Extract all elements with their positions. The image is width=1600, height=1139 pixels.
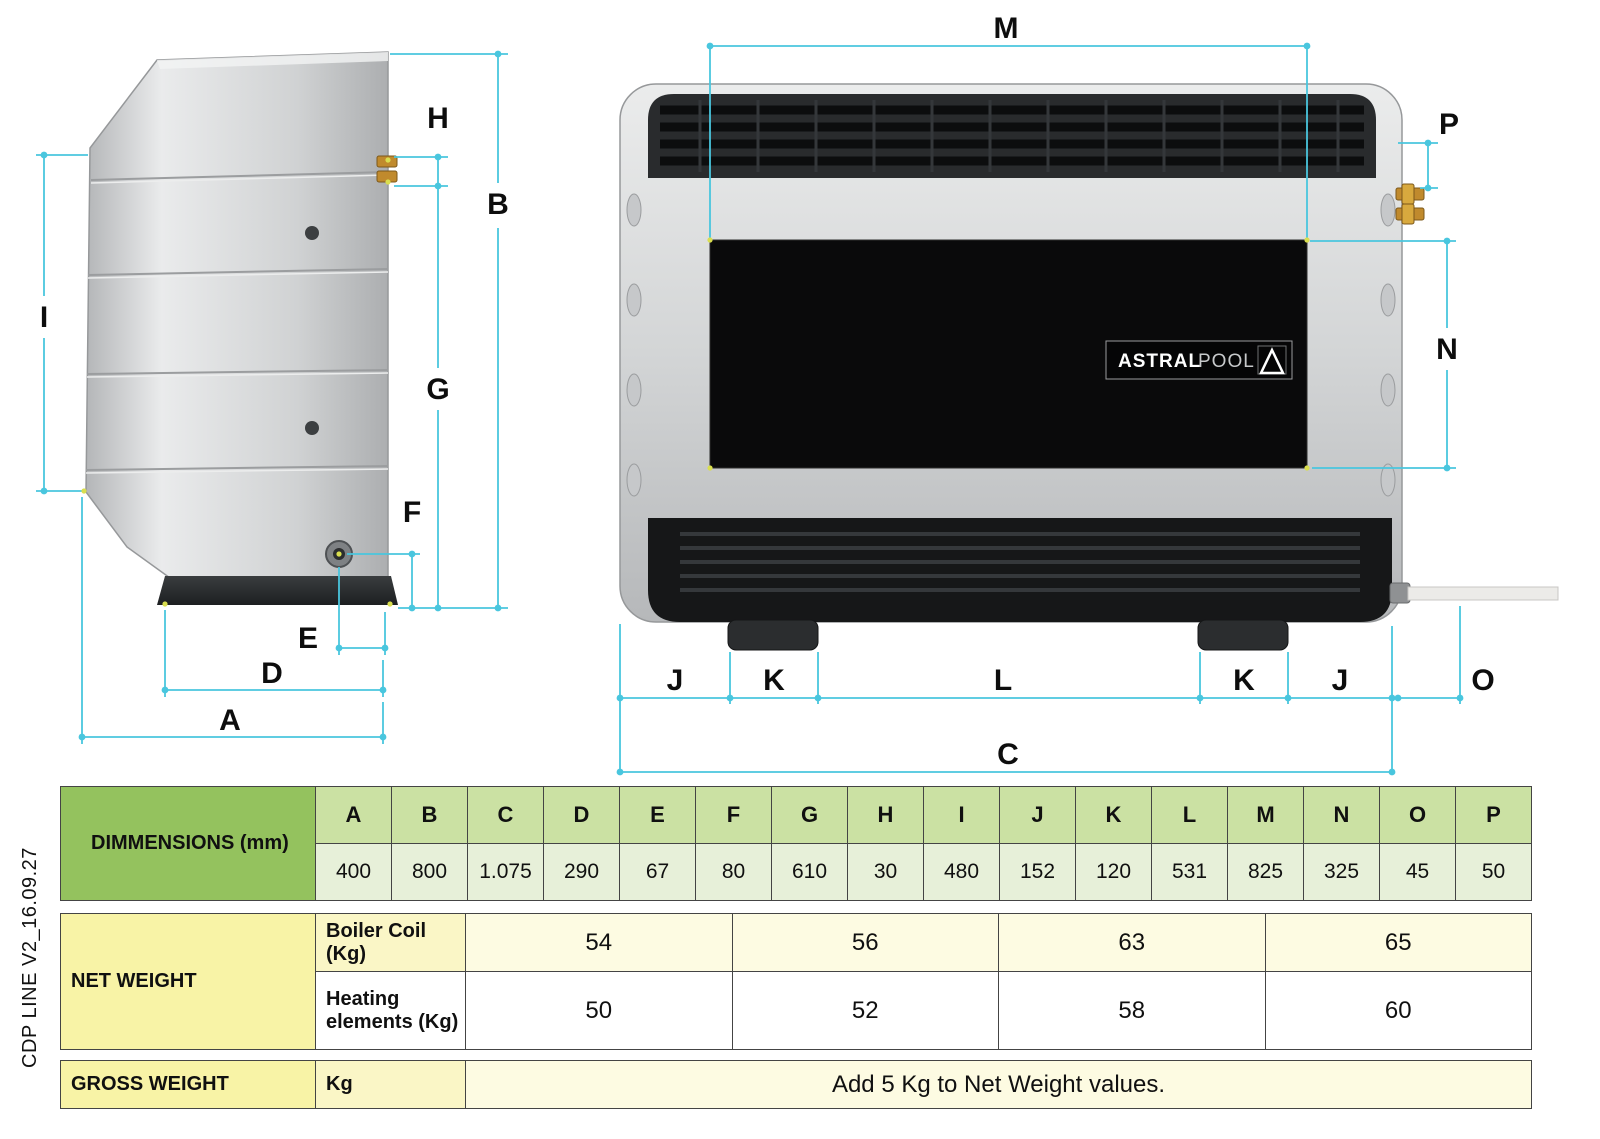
dim-label-f: F bbox=[403, 496, 421, 529]
dim-letter-f: F bbox=[695, 786, 772, 844]
side-view bbox=[85, 51, 398, 605]
heating-value-4: 60 bbox=[1264, 971, 1532, 1050]
side-body bbox=[85, 51, 389, 579]
heating-value-1: 50 bbox=[465, 971, 733, 1050]
logo-triangle-icon bbox=[1259, 347, 1285, 375]
drain-pipe bbox=[1389, 582, 1559, 604]
screw-hole bbox=[305, 226, 319, 240]
heating-value-2: 52 bbox=[731, 971, 999, 1050]
boiler-value-3: 63 bbox=[998, 913, 1266, 972]
boiler-value-4: 65 bbox=[1264, 913, 1532, 972]
dim-label-l: L bbox=[994, 664, 1012, 697]
dim-value-o: 45 bbox=[1379, 843, 1456, 901]
dim-letter-l: L bbox=[1151, 786, 1228, 844]
foot-left bbox=[727, 619, 819, 651]
dim-label-k-left: K bbox=[763, 664, 785, 697]
gross-weight-title: GROSS WEIGHT bbox=[60, 1060, 316, 1109]
heating-elements-label: Heating elements (Kg) bbox=[315, 971, 466, 1050]
dim-letter-b: B bbox=[391, 786, 468, 844]
dim-letter-k: K bbox=[1075, 786, 1152, 844]
dim-letter-j: J bbox=[999, 786, 1076, 844]
dim-letter-m: M bbox=[1227, 786, 1304, 844]
dim-label-g: G bbox=[426, 373, 449, 406]
front-view: ASTRAL POOL bbox=[619, 83, 1559, 651]
technical-drawing: ASTRAL POOL bbox=[36, 12, 1559, 776]
dim-value-p: 50 bbox=[1455, 843, 1532, 901]
dimensions-table: DIMMENSIONS (mm) A B C D E F G H I J K L… bbox=[60, 786, 1532, 901]
top-grille bbox=[648, 94, 1376, 178]
dimension-values-row: 400 800 1.075 290 67 80 610 30 480 152 1… bbox=[61, 843, 1532, 901]
logo-text-pool: POOL bbox=[1198, 351, 1255, 372]
dim-letter-i: I bbox=[923, 786, 1000, 844]
dim-label-d: D bbox=[261, 657, 283, 690]
dim-label-a: A bbox=[219, 704, 241, 737]
side-top-highlight bbox=[157, 52, 388, 69]
dim-value-l: 531 bbox=[1151, 843, 1228, 901]
side-grooves bbox=[85, 171, 389, 474]
gross-weight-note: Add 5 Kg to Net Weight values. bbox=[465, 1060, 1532, 1109]
dim-label-n: N bbox=[1436, 333, 1458, 366]
dim-value-b: 800 bbox=[391, 843, 468, 901]
spec-tables: DIMMENSIONS (mm) A B C D E F G H I J K L… bbox=[60, 786, 1532, 1109]
heating-elements-row: Heating elements (Kg) 50 52 58 60 bbox=[61, 971, 1532, 1050]
document-code: CDP LINE V2_16.09.27 bbox=[12, 792, 48, 1122]
dim-label-i: I bbox=[40, 301, 48, 334]
dim-letter-h: H bbox=[847, 786, 924, 844]
dimension-dots bbox=[40, 42, 1464, 776]
dim-value-g: 610 bbox=[771, 843, 848, 901]
side-base bbox=[157, 576, 398, 605]
boiler-coil-row: NET WEIGHT Boiler Coil (Kg) 54 56 63 65 bbox=[60, 913, 1532, 1050]
gross-weight-row: GROSS WEIGHT Kg Add 5 Kg to Net Weight v… bbox=[60, 1060, 1532, 1109]
side-notches bbox=[626, 193, 1396, 497]
dim-letter-a: A bbox=[315, 786, 392, 844]
dim-label-j-left: J bbox=[667, 664, 684, 697]
dim-letter-n: N bbox=[1303, 786, 1380, 844]
dim-label-o: O bbox=[1471, 664, 1494, 697]
dimension-letters-row: DIMMENSIONS (mm) A B C D E F G H I J K L… bbox=[60, 786, 1532, 901]
water-fittings-front bbox=[1395, 183, 1425, 225]
dimensions-title: DIMMENSIONS (mm) bbox=[60, 786, 316, 901]
screw-hole bbox=[305, 421, 319, 435]
document-code-text: CDP LINE V2_16.09.27 bbox=[18, 846, 41, 1068]
dim-value-n: 325 bbox=[1303, 843, 1380, 901]
dim-label-c: C bbox=[997, 738, 1019, 771]
dim-value-h: 30 bbox=[847, 843, 924, 901]
boiler-value-2: 56 bbox=[731, 913, 999, 972]
dim-value-j: 152 bbox=[999, 843, 1076, 901]
dim-label-b: B bbox=[487, 188, 509, 221]
dim-value-c: 1.075 bbox=[467, 843, 544, 901]
dim-value-m: 825 bbox=[1227, 843, 1304, 901]
net-weight-table: NET WEIGHT Boiler Coil (Kg) 54 56 63 65 … bbox=[60, 913, 1532, 1050]
bottom-grille bbox=[648, 518, 1392, 622]
dim-letter-c: C bbox=[467, 786, 544, 844]
boiler-value-1: 54 bbox=[465, 913, 733, 972]
gross-weight-table: GROSS WEIGHT Kg Add 5 Kg to Net Weight v… bbox=[60, 1060, 1532, 1109]
dim-letter-d: D bbox=[543, 786, 620, 844]
boiler-coil-label: Boiler Coil (Kg) bbox=[315, 913, 466, 972]
anchor-dots bbox=[81, 157, 1310, 607]
dim-value-k: 120 bbox=[1075, 843, 1152, 901]
dim-value-e: 67 bbox=[619, 843, 696, 901]
gross-weight-unit: Kg bbox=[315, 1060, 466, 1109]
dim-value-i: 480 bbox=[923, 843, 1000, 901]
dim-label-p: P bbox=[1439, 108, 1459, 141]
dim-label-e: E bbox=[298, 622, 318, 655]
dim-letter-e: E bbox=[619, 786, 696, 844]
dim-label-m: M bbox=[994, 12, 1019, 45]
dim-label-k-right: K bbox=[1233, 664, 1255, 697]
astralpool-logo: ASTRAL POOL bbox=[1105, 340, 1293, 380]
foot-right bbox=[1197, 619, 1289, 651]
dim-label-h: H bbox=[427, 102, 449, 135]
dim-letter-g: G bbox=[771, 786, 848, 844]
logo-text-astral: ASTRAL bbox=[1118, 351, 1201, 372]
dim-value-d: 290 bbox=[543, 843, 620, 901]
dim-letter-p: P bbox=[1455, 786, 1532, 844]
net-weight-title: NET WEIGHT bbox=[60, 913, 316, 1050]
dim-label-j-right: J bbox=[1332, 664, 1349, 697]
heating-value-3: 58 bbox=[998, 971, 1266, 1050]
dim-value-a: 400 bbox=[315, 843, 392, 901]
dim-letter-o: O bbox=[1379, 786, 1456, 844]
dim-value-f: 80 bbox=[695, 843, 772, 901]
